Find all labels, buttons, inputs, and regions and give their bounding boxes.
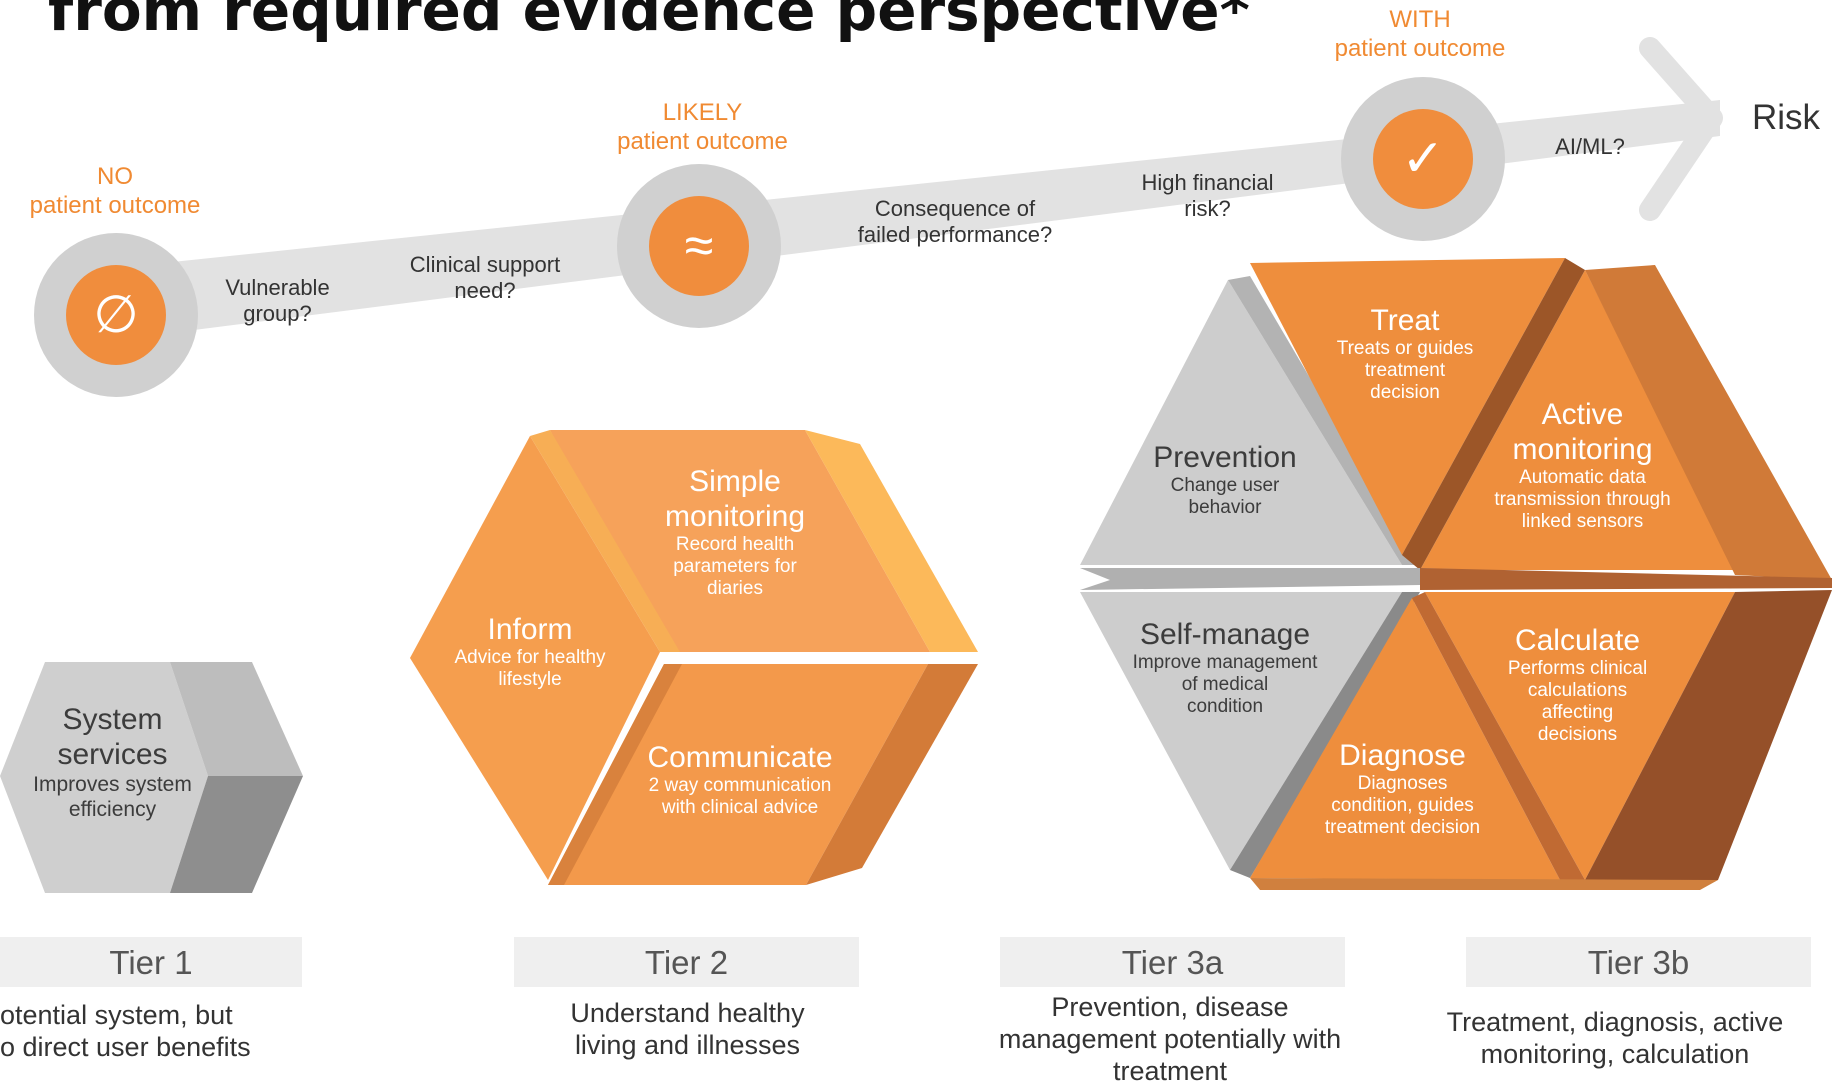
active-monitoring-face bbox=[1420, 270, 1735, 570]
question-ai-ml: AI/ML? bbox=[1555, 134, 1625, 159]
inform-face bbox=[410, 436, 660, 880]
tier-1-label: Tier 1 bbox=[0, 937, 302, 987]
communicate-label: Communicate 2 way communication with cli… bbox=[647, 741, 833, 818]
active-monitoring-label: Active monitoring Automatic data transmi… bbox=[1494, 398, 1671, 532]
risk-arrow-band bbox=[115, 100, 1720, 340]
self-manage-label: Self-manage Improve management of medica… bbox=[1132, 618, 1318, 717]
risk-arrow-head bbox=[1639, 37, 1723, 221]
with-outcome-circle: ✓ bbox=[1341, 77, 1505, 241]
tier3-hexagon bbox=[1080, 258, 1832, 890]
empty-set-icon: ∅ bbox=[66, 265, 166, 365]
diagnose-label: Diagnose Diagnoses condition, guides tre… bbox=[1324, 739, 1481, 838]
diagnose-face bbox=[1250, 598, 1560, 880]
tier2-hexagon bbox=[410, 430, 978, 885]
with-outcome-label: WITH patient outcome bbox=[1334, 6, 1506, 62]
tier-3a-label: Tier 3a bbox=[1000, 937, 1345, 987]
tier-2-label: Tier 2 bbox=[514, 937, 859, 987]
tier-3b-label: Tier 3b bbox=[1466, 937, 1811, 987]
simple-monitoring-label: Simple monitoring Record health paramete… bbox=[664, 465, 806, 599]
system-services-label: System services Improves system efficien… bbox=[33, 703, 192, 821]
calculate-label: Calculate Performs clinical calculations… bbox=[1507, 624, 1648, 745]
risk-axis-label: Risk bbox=[1752, 98, 1821, 137]
likely-outcome-circle: ≈ bbox=[617, 164, 781, 328]
likely-outcome-label: LIKELY patient outcome bbox=[617, 99, 788, 155]
inform-label: Inform Advice for healthy lifestyle bbox=[454, 613, 606, 690]
checkmark-icon: ✓ bbox=[1373, 109, 1473, 209]
treat-label: Treat Treats or guides treatment decisio… bbox=[1336, 304, 1474, 403]
calculate-face bbox=[1425, 592, 1735, 880]
no-outcome-label: NO patient outcome bbox=[29, 163, 201, 219]
self-manage-face bbox=[1080, 592, 1402, 870]
approx-icon: ≈ bbox=[649, 196, 749, 296]
treat-face bbox=[1250, 258, 1565, 555]
prevention-label: Prevention Change user behavior bbox=[1153, 441, 1297, 518]
prevention-face bbox=[1080, 280, 1402, 565]
page-title: from required evidence perspective* bbox=[48, 0, 1250, 44]
no-outcome-circle: ∅ bbox=[34, 233, 198, 397]
system-services-hexagon bbox=[0, 662, 303, 893]
